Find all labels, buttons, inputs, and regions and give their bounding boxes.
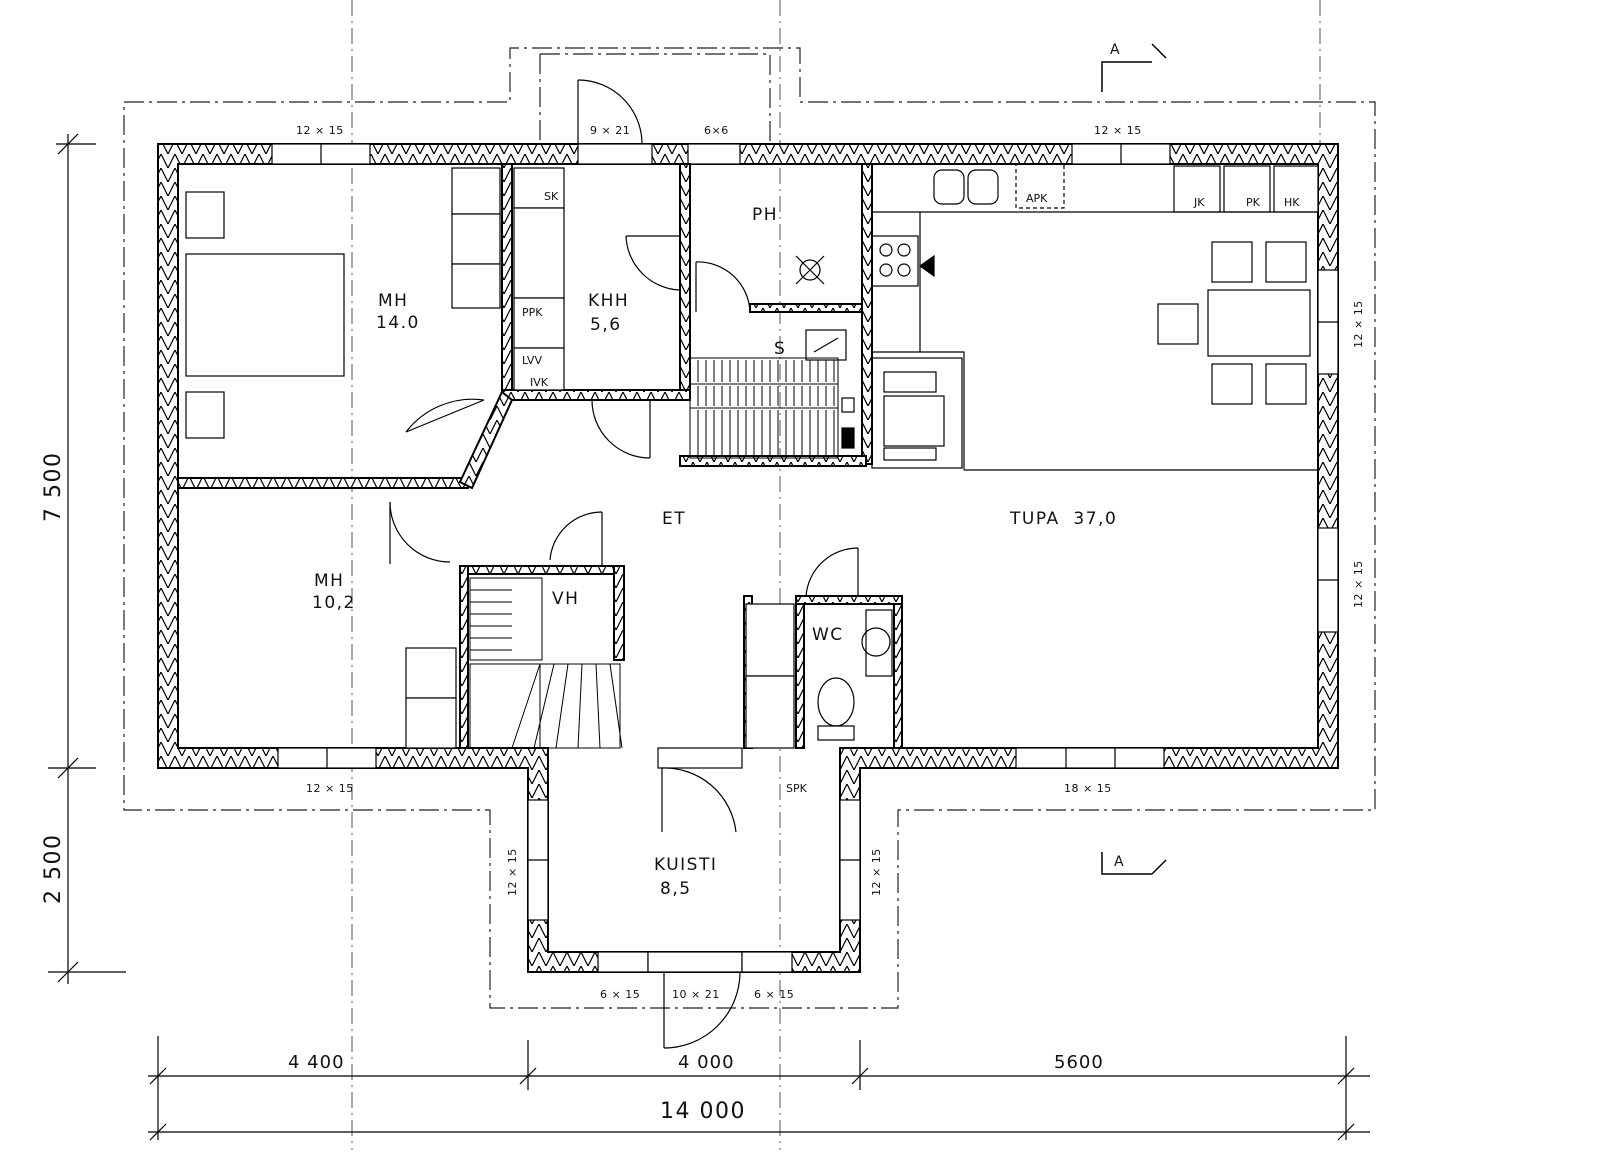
window-label-right-lower: 12 × 15	[1352, 560, 1365, 608]
window-label-top-left: 12 × 15	[296, 124, 344, 137]
fixture-spk: SPK	[786, 782, 808, 795]
window-label-kuisti-bottom-right: 6 × 15	[754, 988, 794, 1001]
fixture-ivk: IVK	[530, 376, 549, 389]
dimension-segment-mid: 4 000	[678, 1052, 735, 1073]
room-s: S	[774, 339, 786, 359]
angled-wall	[458, 390, 514, 490]
roof-outline	[123, 47, 1376, 1009]
dimension-vertical-kuisti: 2 500	[41, 834, 66, 904]
window-label-top-small: 6×6	[704, 124, 729, 137]
dimension-segment-left: 4 400	[288, 1052, 345, 1073]
shower-icon	[795, 255, 825, 285]
doors	[389, 79, 859, 1049]
section-marker-bottom	[1101, 852, 1167, 875]
room-khh-area: 5,6	[590, 315, 622, 335]
nightstand-bottom	[185, 391, 225, 439]
nightstand-top	[185, 191, 225, 239]
window-label-top-right: 12 × 15	[1094, 124, 1142, 137]
window-label-kuisti-left: 12 × 15	[506, 848, 519, 896]
window-label-kuisti-door: 10 × 21	[672, 988, 720, 1001]
room-tupa: TUPA 37,0	[1009, 509, 1117, 529]
window-openings	[271, 143, 1339, 973]
toilet-icon	[817, 609, 893, 741]
window-label-bottom-left: 12 × 15	[306, 782, 354, 795]
cabinets	[405, 165, 1319, 749]
window-label-kuisti-bottom-left: 6 × 15	[600, 988, 640, 1001]
room-khh: KHH	[588, 291, 629, 311]
stairs-treads	[697, 360, 835, 456]
window-label-kuisti-right: 12 × 15	[870, 848, 883, 896]
dimension-total: 14 000	[660, 1099, 746, 1124]
dining-table	[1207, 289, 1311, 357]
sink-icon	[933, 163, 1065, 209]
room-vh: VH	[552, 589, 579, 609]
stove-icon	[871, 235, 935, 287]
window-label-bottom-right: 18 × 15	[1064, 782, 1112, 795]
room-wc: WC	[812, 625, 844, 645]
section-label-bottom: A	[1114, 854, 1124, 870]
stairs-vh-treads	[470, 589, 623, 749]
room-kuisti: KUISTI	[654, 855, 717, 875]
window-label-right-upper: 12 × 15	[1352, 300, 1365, 348]
fireplace-icon	[871, 357, 963, 469]
room-mh-large: MH	[378, 291, 408, 311]
stairs-vh	[469, 577, 621, 749]
vertical-dimension-lines	[48, 133, 126, 984]
dimension-vertical-main: 7 500	[41, 452, 66, 522]
room-mh-small-area: 10,2	[312, 593, 356, 613]
sauna-stove-icon	[805, 329, 855, 449]
fixture-apk: APK	[1026, 192, 1048, 205]
section-marker-top	[1101, 43, 1167, 92]
stairs-main	[689, 357, 839, 459]
fixture-sk: SK	[544, 190, 559, 203]
furniture	[185, 191, 1311, 439]
fixture-jk: JK	[1193, 196, 1205, 209]
fixture-hk: HK	[1284, 196, 1300, 209]
room-kuisti-area: 8,5	[660, 879, 692, 899]
room-mh-large-area: 14.0	[376, 313, 420, 333]
room-ph: PH	[752, 205, 778, 225]
fixture-pk: PK	[1246, 196, 1261, 209]
horizontal-dimension-lines	[148, 1036, 1370, 1141]
room-mh-small: MH	[314, 571, 344, 591]
room-et: ET	[662, 509, 686, 529]
fixture-ppk: PPK	[522, 306, 543, 319]
window-label-top-door: 9 × 21	[590, 124, 630, 137]
bed-double	[185, 253, 345, 377]
section-label-top: A	[1110, 42, 1120, 58]
fixture-lvv: LVV	[522, 354, 542, 367]
dimension-segment-right: 5600	[1054, 1052, 1104, 1073]
